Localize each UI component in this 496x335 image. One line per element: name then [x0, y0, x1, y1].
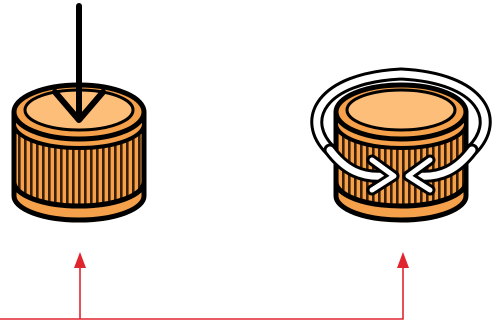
up-arrow-icon [397, 252, 409, 268]
cap-left-rim-line [12, 181, 146, 208]
callout-lines [0, 252, 409, 320]
up-arrow-icon [74, 252, 86, 268]
cap-right-top-inner [345, 88, 457, 132]
circular-arrows-icon [310, 67, 492, 196]
cap-right [310, 67, 492, 223]
down-arrow-icon [52, 3, 106, 123]
cap-left [11, 3, 147, 223]
cap-right-rim-line [334, 181, 468, 208]
callout-bracket [0, 264, 404, 320]
